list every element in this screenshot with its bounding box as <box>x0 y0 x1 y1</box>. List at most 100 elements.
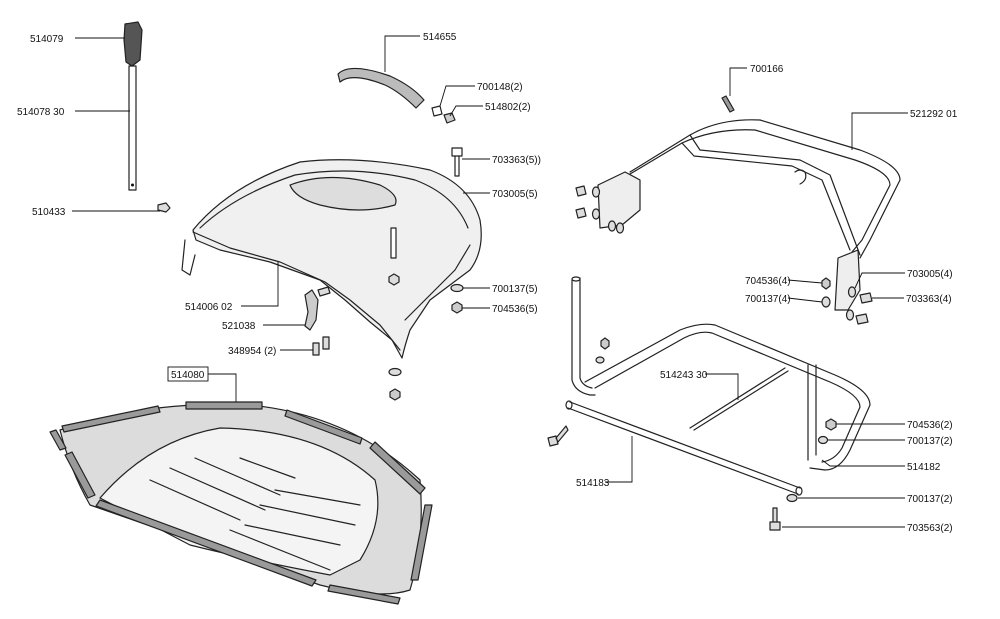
right-mount-plate <box>834 249 861 311</box>
label-514182: 514182 <box>907 462 941 473</box>
label-704536b: 704536(4) <box>745 276 791 287</box>
rail-right-2 <box>410 504 433 581</box>
label-703363a: 703363(5)) <box>492 155 541 166</box>
label-514006: 514006 02 <box>185 302 233 313</box>
mat-assembly <box>49 401 433 605</box>
label-521038: 521038 <box>222 321 256 332</box>
rod-514183-b <box>567 407 799 495</box>
mat-rails <box>49 401 433 605</box>
frame-top-rail <box>584 323 871 471</box>
bracket-521038 <box>304 289 319 331</box>
rail-top-right-1 <box>284 409 363 445</box>
handlebar-inner <box>619 129 891 253</box>
hood-side-left <box>181 239 196 276</box>
rod-screw <box>157 202 171 213</box>
bolt-left-1 <box>575 185 587 197</box>
label-700166: 700166 <box>750 64 784 75</box>
rail-bottom <box>95 499 317 587</box>
bracket-tab <box>317 286 331 297</box>
label-514078: 514078 30 <box>17 107 65 118</box>
rod-end-left <box>565 400 573 410</box>
handlebar-fasteners <box>575 185 873 325</box>
washer-700137-frame <box>817 435 829 445</box>
nut-704536-frame <box>825 418 837 431</box>
label-514802: 514802(2) <box>485 102 531 113</box>
rail-top-left <box>61 405 161 433</box>
tube <box>337 67 425 109</box>
label-700137d: 700137(2) <box>907 494 953 505</box>
label-514080: 514080 <box>171 370 205 381</box>
handlebar-cross-inner <box>681 142 851 251</box>
washer-left-2 <box>591 208 601 220</box>
bracket-assembly <box>304 286 331 356</box>
hood-stud <box>390 227 397 259</box>
label-510433: 510433 <box>32 207 66 218</box>
frame-left-post <box>571 279 596 396</box>
label-704536a: 704536(5) <box>492 304 538 315</box>
washer-700137 <box>450 283 464 293</box>
frame-top-rail-inner <box>594 331 861 463</box>
bolt-703363-r2 <box>855 313 869 325</box>
rod-hole <box>131 183 134 187</box>
washer-left-3 <box>607 220 617 232</box>
label-704536c: 704536(2) <box>907 420 953 431</box>
tube-part <box>337 67 456 124</box>
label-514243: 514243 30 <box>660 370 708 381</box>
hood-edge <box>192 231 401 351</box>
washer-frame-left-1 <box>595 356 605 364</box>
rail-right-1 <box>369 441 426 495</box>
label-700137b: 700137(4) <box>745 294 791 305</box>
handle-rod-assembly <box>123 21 171 213</box>
label-700137c: 700137(2) <box>907 436 953 447</box>
washer-700137-r <box>821 296 831 308</box>
handle-grip <box>123 21 143 67</box>
rail-bottom-right <box>327 584 401 605</box>
screw-348954-a <box>312 342 320 356</box>
label-703005b: 703005(4) <box>907 269 953 280</box>
label-700137a: 700137(5) <box>492 284 538 295</box>
rail-left <box>64 451 96 499</box>
label-514655: 514655 <box>423 32 457 43</box>
nut-frame-left <box>600 337 610 350</box>
label-514079: 514079 <box>30 34 64 45</box>
washer-703005-r2 <box>845 309 855 321</box>
mat-ribs <box>149 457 361 571</box>
crossbar-514243-b <box>693 370 789 431</box>
hood-body <box>192 159 482 359</box>
label-703005a: 703005(5) <box>492 189 538 200</box>
post-top <box>571 276 581 282</box>
label-700148: 700148(2) <box>477 82 523 93</box>
washer-under-hood <box>388 367 402 377</box>
frame-left-post-inner <box>579 277 593 389</box>
nut-under-hood <box>389 388 401 401</box>
label-514080-box <box>167 366 209 382</box>
washer-700148 <box>431 105 443 117</box>
hood-opening <box>289 176 397 211</box>
washer-703005-r <box>847 286 857 298</box>
handle-rod <box>128 65 137 191</box>
hood-nut-mid <box>388 273 400 286</box>
nut-704536-r <box>821 277 831 290</box>
left-mount-plate <box>597 171 641 229</box>
handlebar-outer <box>629 119 901 259</box>
label-514183: 514183 <box>576 478 610 489</box>
part-labels: 514079 514078 30 510433 514655 700148(2)… <box>17 32 958 534</box>
label-521292: 521292 01 <box>910 109 958 120</box>
handlebar-hook <box>794 169 807 185</box>
rod-514183 <box>569 401 801 489</box>
nut-704536 <box>451 301 463 314</box>
bolt-703563 <box>769 507 781 531</box>
label-703563: 703563(2) <box>907 523 953 534</box>
washer-left-1 <box>591 186 601 198</box>
screw-348954-b <box>322 336 330 350</box>
washer-left-4 <box>615 222 625 234</box>
bolt-frame-left <box>547 425 569 447</box>
bolt-703363-r <box>859 292 873 304</box>
hood-side-right <box>404 244 471 321</box>
frame-assembly <box>547 276 871 531</box>
rod-end-right <box>795 486 803 496</box>
label-348954: 348954 (2) <box>228 346 276 357</box>
hood-fasteners <box>450 147 464 314</box>
crossbar-514243 <box>689 367 786 429</box>
bolt-703363 <box>451 147 463 177</box>
